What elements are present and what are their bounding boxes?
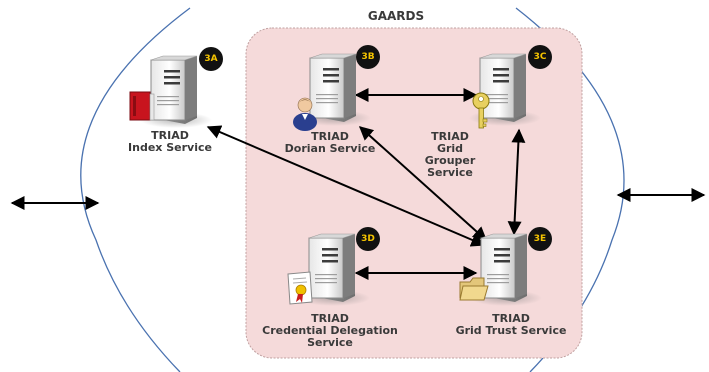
node-3e-line2: Grid Trust Service <box>455 324 567 337</box>
node-label-index-service: TRIAD Index Service <box>110 130 230 154</box>
node-3a-line1: TRIAD <box>151 129 189 142</box>
node-3b-line1: TRIAD <box>311 130 349 143</box>
node-label-dorian-service: TRIAD Dorian Service <box>270 131 390 155</box>
node-label-grid-grouper-service: TRIAD Grid Grouper Service <box>420 131 480 179</box>
badge-3c: 3C <box>528 45 552 69</box>
badge-3a: 3A <box>199 47 223 71</box>
left-boundary-arc <box>80 7 191 372</box>
gaards-title: GAARDS <box>367 9 425 23</box>
node-3c-line3: Grouper <box>424 154 476 167</box>
badge-3d: 3D <box>356 227 380 251</box>
node-3d-line3: Service <box>307 336 353 349</box>
node-3a-line2: Index Service <box>128 141 212 154</box>
node-label-grid-trust-service: TRIAD Grid Trust Service <box>436 313 586 337</box>
connection-grouper-trust <box>507 128 526 236</box>
node-label-credential-delegation-service: TRIAD Credential Delegation Service <box>250 313 410 349</box>
node-3c-line1: TRIAD <box>431 130 469 143</box>
user-icon <box>293 97 317 131</box>
node-3c-line4: Service <box>427 166 473 179</box>
node-3e-line1: TRIAD <box>492 312 530 325</box>
connection-dorian-trust <box>358 126 488 241</box>
gaards-region <box>245 27 583 359</box>
node-3c-line2: Grid <box>436 142 464 155</box>
node-3d-line1: TRIAD <box>311 312 349 325</box>
node-3b-line2: Dorian Service <box>284 142 376 155</box>
folder-icon <box>459 277 489 301</box>
certificate-icon <box>287 271 313 305</box>
key-icon <box>472 92 490 129</box>
badge-3b: 3B <box>356 45 380 69</box>
node-3d-line2: Credential Delegation <box>262 324 398 337</box>
red-book-icon <box>129 91 155 121</box>
badge-3e: 3E <box>528 227 552 251</box>
